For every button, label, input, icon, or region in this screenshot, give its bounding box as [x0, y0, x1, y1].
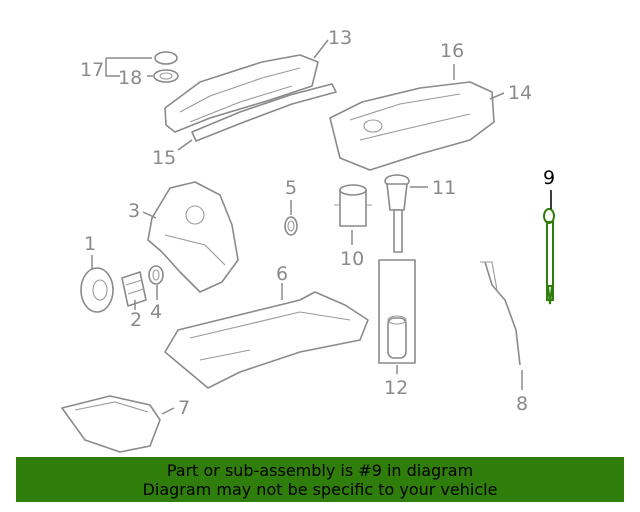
- notice-banner: Part or sub-assembly is #9 in diagram Di…: [16, 457, 624, 502]
- callout-14: 14: [508, 82, 532, 104]
- part-5-oring: [284, 216, 298, 236]
- callout-4: 4: [150, 301, 162, 323]
- part-1-pulley: [80, 267, 114, 313]
- part-8-dipstick-tube: [480, 261, 521, 366]
- part-7-oil-pan-lower: [61, 395, 161, 453]
- callout-3: 3: [128, 200, 140, 222]
- part-6-oil-pan-upper: [164, 291, 369, 389]
- callout-6: 6: [276, 263, 288, 285]
- callout-9: 9: [543, 167, 555, 189]
- part-4-seal: [148, 265, 164, 285]
- part-13-cover: [164, 54, 319, 133]
- callout-11: 11: [432, 177, 456, 199]
- callout-8: 8: [516, 393, 528, 415]
- part-12-filter-element: [378, 259, 416, 364]
- part-9-dipstick[interactable]: [543, 208, 555, 305]
- callout-2: 2: [130, 309, 142, 331]
- callout-16: 16: [440, 40, 464, 62]
- callout-18: 18: [118, 67, 142, 89]
- callout-13: 13: [328, 27, 352, 49]
- part-15-gasket: [191, 83, 337, 142]
- callout-7: 7: [178, 397, 190, 419]
- part-11-filler: [384, 174, 410, 253]
- part-14-valve-cover: [329, 81, 495, 171]
- parts-diagram: 1 2 3 4 5 6 7 8 9 10 11 12 13 14 15 16 1…: [61, 27, 555, 453]
- part-17-cap: [153, 51, 179, 83]
- callout-10: 10: [340, 248, 364, 270]
- callout-12: 12: [384, 377, 408, 399]
- callout-labels: 1 2 3 4 5 6 7 8 9 10 11 12 13 14 15 16 1…: [80, 27, 555, 419]
- callout-15: 15: [152, 147, 176, 169]
- part-2-sleeve: [121, 271, 147, 307]
- callout-1: 1: [84, 233, 96, 255]
- part-3-timing-cover: [147, 181, 239, 293]
- callout-17: 17: [80, 59, 104, 81]
- notice-line-2: Diagram may not be specific to your vehi…: [142, 479, 498, 499]
- callout-5: 5: [285, 177, 297, 199]
- part-10-filter: [334, 184, 372, 227]
- leader-lines: [91, 39, 552, 415]
- notice-line-1: Part or sub-assembly is #9 in diagram: [166, 460, 474, 480]
